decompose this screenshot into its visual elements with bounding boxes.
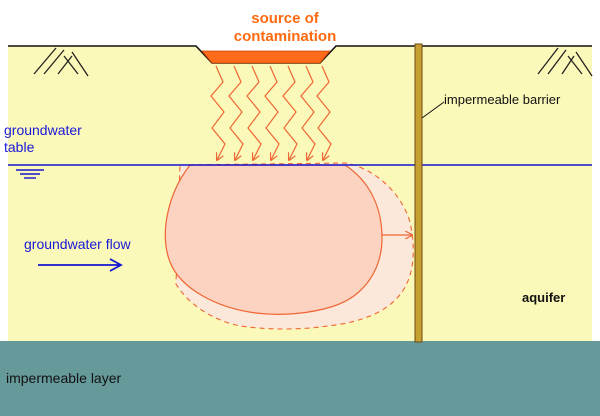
barrier-leader-line <box>421 101 445 119</box>
infiltration-arrow <box>264 65 280 160</box>
infiltration-arrow <box>228 65 244 160</box>
infiltration-arrow <box>210 65 226 160</box>
contaminant-plume <box>164 164 383 315</box>
impermeable-barrier-label: impermeable barrier <box>444 92 561 107</box>
ground-hatch-right-icon <box>537 47 593 77</box>
infiltration-arrow <box>282 65 298 160</box>
groundwater-table-label: groundwater table <box>4 122 82 156</box>
impermeable-barrier <box>414 43 423 343</box>
source-of-contamination-label: source of contamination <box>215 10 355 46</box>
infiltration-arrows <box>210 65 332 160</box>
impermeable-layer <box>0 341 600 416</box>
water-table-symbol-icon <box>16 169 44 179</box>
contamination-source <box>201 50 331 64</box>
ground-hatch-left-icon <box>33 47 89 77</box>
source-label-line2: contamination <box>233 28 337 45</box>
impermeable-layer-label: impermeable layer <box>6 370 122 386</box>
groundwater-table-label-line1: groundwater <box>4 122 82 138</box>
groundwater-flow-arrow-icon <box>38 258 123 272</box>
source-label-line1: source of <box>251 10 319 27</box>
infiltration-arrow <box>246 65 262 160</box>
groundwater-table-label-line2: table <box>4 139 35 155</box>
infiltration-arrow <box>300 65 316 160</box>
aquifer-label: aquifer <box>522 290 566 305</box>
groundwater-flow-label: groundwater flow <box>24 236 131 252</box>
infiltration-arrow <box>316 65 332 160</box>
